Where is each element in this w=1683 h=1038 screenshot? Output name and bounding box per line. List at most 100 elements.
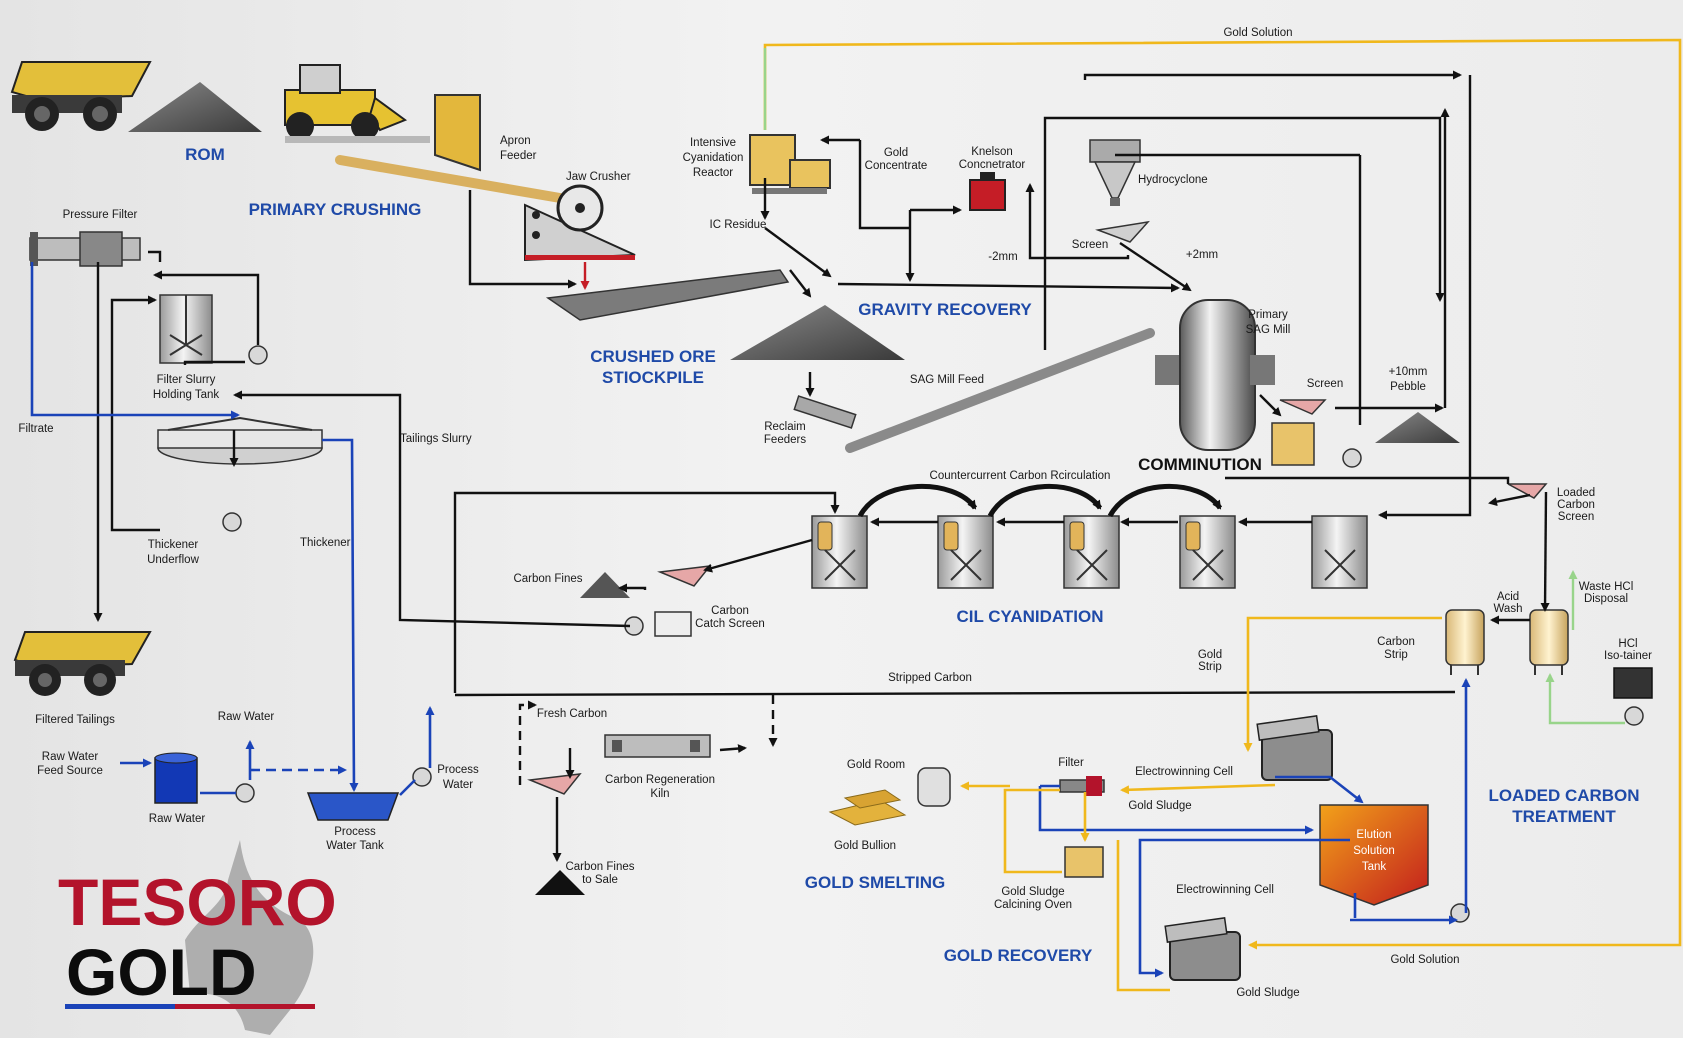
thickener-icon (157, 416, 323, 465)
sag-feed-conveyor (845, 328, 1155, 453)
label-gold-bullion: Gold Bullion (834, 840, 896, 852)
calcining-oven-icon (1064, 846, 1104, 878)
section-primary-crushing: PRIMARY CRUSHING (249, 200, 422, 219)
label-gold-solution-top: Gold Solution (1223, 27, 1292, 39)
label-screen-mill: Screen (1307, 378, 1343, 390)
label-carbon-fines: Carbon Fines (513, 573, 582, 585)
pump-icon (1624, 706, 1644, 726)
reclaim-feeders-icon (793, 395, 857, 429)
label-ew-cell-bottom: Electrowinning Cell (1176, 884, 1274, 896)
sag-mill-icon (1155, 299, 1275, 451)
label-thickener: Thickener (300, 537, 351, 549)
label-waste-hcl-2: Disposal (1584, 593, 1628, 605)
label-ew-cell-top: Electrowinning Cell (1135, 766, 1233, 778)
carbon-fines-pile-icon (580, 572, 630, 598)
loaded-carbon-screen-icon (1507, 483, 1548, 499)
logo-line-2: GOLD (66, 935, 257, 1009)
label-primary-sag-2: SAG Mill (1246, 324, 1291, 336)
apron-feeder-bin-icon (434, 94, 481, 172)
raw-water-tank-icon (154, 752, 198, 804)
fresh-carbon-screen-icon (527, 773, 582, 795)
label-gold-strip-1: Gold (1198, 649, 1222, 661)
pump-icon (235, 783, 255, 803)
carbon-recirculation-arc-2 (987, 483, 1103, 518)
label-stripped-carbon: Stripped Carbon (888, 672, 972, 684)
label-kiln-1: Carbon Regeneration (605, 774, 715, 786)
loader-icon (284, 64, 408, 140)
gold-solution-flows (763, 38, 1682, 992)
label-calcining-2: Calcining Oven (994, 899, 1072, 911)
pump-icon (1342, 448, 1362, 468)
label-tailings-slurry: Tailings Slurry (400, 433, 472, 445)
equipment-labels: Gold Solution Apron Feeder Jaw Crusher P… (18, 27, 1652, 999)
label-icr-3: Reactor (693, 167, 733, 179)
label-pebble-1: +10mm (1389, 366, 1428, 378)
label-gold-sludge-bottom: Gold Sludge (1236, 987, 1299, 999)
label-fresh-carbon: Fresh Carbon (537, 708, 607, 720)
label-primary-sag-1: Primary (1248, 309, 1288, 321)
label-gold-sludge-top: Gold Sludge (1128, 800, 1191, 812)
label-minus-2mm: -2mm (988, 251, 1017, 263)
label-elution-3: Tank (1362, 861, 1387, 873)
haul-truck-icon (10, 61, 152, 131)
label-gold-room: Gold Room (847, 759, 905, 771)
label-filter-slurry-2: Holding Tank (153, 389, 220, 401)
top-screen-icon (1095, 220, 1150, 243)
section-loaded-carbon-2: TREATMENT (1512, 807, 1616, 826)
stockpile-conveyor (545, 269, 790, 321)
label-loaded-screen-2: Carbon (1557, 499, 1595, 511)
ew-cell-top-icon (1256, 715, 1333, 781)
label-filter: Filter (1058, 757, 1084, 769)
acid-wash-column-icon (1529, 609, 1569, 675)
label-carbon-fines-sale-2: to Sale (582, 874, 618, 886)
section-labels: ROM PRIMARY CRUSHING CRUSHED ORE STIOCKP… (185, 145, 1639, 965)
label-icr-2: Cyanidation (683, 152, 744, 164)
carbon-recirculation-arc-3 (1107, 483, 1223, 518)
label-knelson-2: Concnetrator (959, 159, 1026, 171)
crushed-ore-stockpile-icon (730, 305, 905, 360)
label-knelson-1: Knelson (971, 146, 1013, 158)
label-gold-concentrate-1: Gold (884, 147, 908, 159)
cil-tank-2-icon (937, 515, 994, 589)
label-icr-1: Intensive (690, 137, 736, 149)
label-thickener-underflow-2: Underflow (147, 554, 199, 566)
label-reclaim-1: Reclaim (764, 421, 806, 433)
label-screen-top: Screen (1072, 239, 1108, 251)
label-carbon-strip-2: Strip (1384, 649, 1408, 661)
label-pebble-2: Pebble (1390, 381, 1426, 393)
label-hcl-iso-1: HCl (1618, 638, 1637, 650)
mill-hopper-icon (1271, 422, 1315, 466)
section-gold-smelting: GOLD SMELTING (805, 873, 945, 892)
label-thickener-underflow-1: Thickener (148, 539, 199, 551)
label-catch-screen-1: Carbon (711, 605, 749, 617)
label-raw-water-tank: Raw Water (149, 813, 206, 825)
filter-slurry-tank-icon (159, 294, 213, 364)
label-pressure-filter: Pressure Filter (63, 209, 138, 221)
label-process-water-1: Process (437, 764, 479, 776)
tesoro-gold-logo: TESORO GOLD (58, 840, 337, 1035)
label-carbon-strip-1: Carbon (1377, 636, 1415, 648)
process-water-tank-icon (306, 792, 400, 821)
hydrocyclone-icon (1089, 139, 1141, 206)
label-filtered-tailings: Filtered Tailings (35, 714, 115, 726)
label-elution-1: Elution (1356, 829, 1391, 841)
cil-tank-5-icon (1311, 515, 1368, 589)
label-jaw-crusher: Jaw Crusher (566, 171, 631, 183)
label-sag-feed: SAG Mill Feed (910, 374, 984, 386)
label-gold-solution-bottom: Gold Solution (1390, 954, 1459, 966)
label-filtrate: Filtrate (18, 423, 53, 435)
label-process-water-tank-1: Process (334, 826, 376, 838)
label-calcining-1: Gold Sludge (1001, 886, 1064, 898)
acid-flows (763, 48, 1625, 725)
label-apron-feeder-1: Apron (500, 135, 531, 147)
label-filter-slurry-1: Filter Slurry (157, 374, 216, 386)
carbon-fines-sale-pile-icon (535, 870, 585, 895)
hcl-isotainer-icon (1613, 667, 1653, 699)
section-crushed-ore-1: CRUSHED ORE (590, 347, 716, 366)
label-gold-strip-2: Strip (1198, 661, 1222, 673)
pump-icon (248, 345, 268, 365)
regeneration-kiln-icon (604, 734, 711, 758)
pump-icon (412, 767, 432, 787)
knelson-concentrator-icon (969, 172, 1006, 211)
